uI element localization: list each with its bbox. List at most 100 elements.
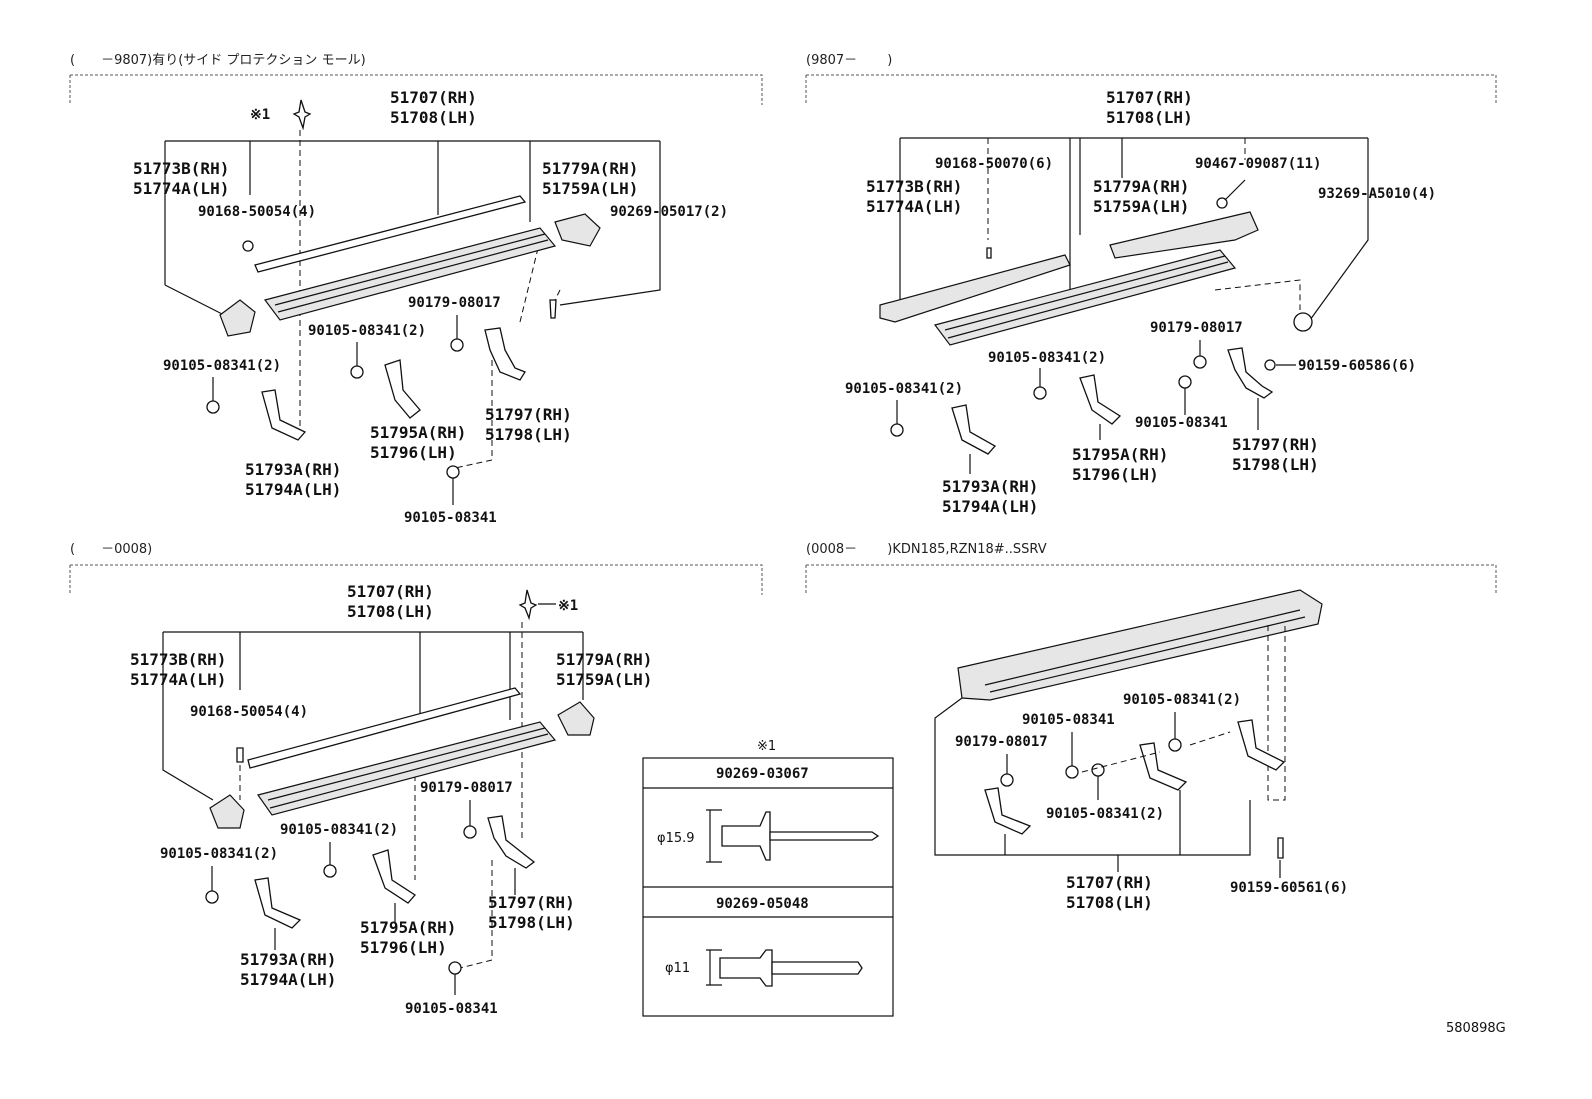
side-moulding [247, 687, 522, 769]
diagram-top-left: ※1 51707(RH) 51708(LH) 51773B(RH) 51774A… [133, 88, 728, 526]
rivet-part-1: 90269-03067 [716, 766, 809, 782]
label-51759a: 51759A(LH) [1093, 197, 1189, 216]
nut-icon [450, 338, 464, 352]
label-51794a: 51794A(LH) [245, 480, 341, 499]
label-51707: 51707(RH) [1106, 88, 1193, 107]
clip-icon [1216, 197, 1228, 209]
rivet-icon-2 [719, 949, 773, 987]
dimension-line-2 [706, 949, 722, 986]
label-51707: 51707(RH) [347, 582, 434, 601]
bracket-leaders [274, 868, 516, 950]
bracket-51797 [1227, 347, 1274, 399]
label-51708: 51708(LH) [390, 108, 477, 127]
rivet-icon-1 [721, 811, 771, 861]
label-51794a: 51794A(LH) [240, 970, 336, 989]
dashed-guides [239, 622, 523, 880]
bolt-icon [206, 400, 220, 414]
leader-lines [162, 631, 584, 801]
label-90168: 90168-50054(4) [198, 204, 316, 220]
label-51774a: 51774A(LH) [130, 670, 226, 689]
rivet-mandrel-1 [769, 831, 880, 841]
bracket-rear [1237, 719, 1286, 771]
rivet-dim-1: φ15.9 [657, 831, 695, 846]
diagram-bottom-right: 90105-08341(2) 90105-08341 90179-08017 9… [934, 589, 1348, 912]
dashed-guide-bolt [459, 860, 493, 969]
bracket-51795a [384, 359, 421, 419]
label-90105-b: 90105-08341 [1022, 712, 1115, 728]
bolt-icon [323, 864, 337, 878]
side-moulding-rear [1109, 211, 1259, 259]
bracket-leaders [969, 398, 1259, 474]
label-51779a: 51779A(RH) [542, 159, 638, 178]
label-51798: 51798(LH) [485, 425, 572, 444]
label-90168: 90168-50054(4) [190, 704, 308, 720]
dashed-guides [1267, 625, 1286, 801]
section-header-top-left: ( －9807)有り(サイド プロテクション モール) [70, 53, 366, 68]
bracket-51797 [487, 815, 536, 869]
label-51793a: 51793A(RH) [240, 950, 336, 969]
ref-mark-1: ※1 [250, 107, 270, 123]
side-moulding-front [879, 254, 1071, 323]
label-51773b: 51773B(RH) [130, 650, 226, 669]
label-90168: 90168-50070(6) [935, 156, 1053, 172]
label-51707: 51707(RH) [390, 88, 477, 107]
label-90105-c: 90105-08341 [404, 510, 497, 526]
running-board-ribs [984, 609, 1306, 693]
rivet-mandrel-2 [771, 961, 863, 975]
leader-90467 [1224, 179, 1246, 201]
bolt-icon [448, 961, 462, 975]
bracket-51795a [1079, 374, 1122, 425]
screw-icon [1277, 837, 1284, 859]
label-90105-a: 90105-08341(2) [988, 350, 1106, 366]
label-51796: 51796(LH) [1072, 465, 1159, 484]
bracket-51793a [951, 404, 997, 455]
bolt-icon [1168, 738, 1182, 752]
screw-icon [242, 240, 254, 252]
end-cap-front [209, 794, 245, 829]
bolt-icon [1178, 375, 1192, 389]
rivet-part-2: 90269-05048 [716, 896, 809, 912]
dashed-guides [299, 130, 561, 469]
bracket-51795a [372, 849, 416, 904]
bracket-middle [1139, 742, 1188, 791]
label-90105-a: 90105-08341(2) [280, 822, 398, 838]
label-90105-c: 90105-08341(2) [1046, 806, 1164, 822]
diagram-top-right: 51707(RH) 51708(LH) 90168-50070(6) 90467… [845, 88, 1436, 516]
end-cap-rear [557, 701, 595, 736]
figure-id: 580898G [1446, 1021, 1506, 1036]
dimension-line-1 [706, 809, 722, 863]
end-cap-rear [554, 213, 601, 247]
nut-icon [1000, 773, 1014, 787]
nut-icon [463, 825, 477, 839]
section-header-top-right: (9807－ ) [806, 53, 892, 68]
label-51797: 51797(RH) [488, 893, 575, 912]
bolt-icon [1065, 765, 1079, 779]
dashed-guide-93269 [1214, 279, 1301, 310]
rivet-icon [292, 99, 312, 131]
frame-bottom-left [69, 564, 763, 595]
end-cap-front [219, 299, 256, 337]
bolt-icon [1091, 763, 1105, 777]
label-51794a: 51794A(LH) [942, 497, 1038, 516]
label-90105-c: 90105-08341 [1135, 415, 1228, 431]
bolt-icon [205, 890, 219, 904]
label-51797: 51797(RH) [1232, 435, 1319, 454]
label-90179: 90179-08017 [408, 295, 501, 311]
label-90269: 90269-05017(2) [610, 204, 728, 220]
label-51759a: 51759A(LH) [556, 670, 652, 689]
dashed-bolt-guides [1081, 731, 1231, 773]
label-51708: 51708(LH) [347, 602, 434, 621]
label-51774a: 51774A(LH) [866, 197, 962, 216]
label-51773b: 51773B(RH) [133, 159, 229, 178]
bolt-icon [890, 423, 904, 437]
leader-93269 [1309, 150, 1369, 321]
label-93269: 93269-A5010(4) [1318, 186, 1436, 202]
label-90105-b: 90105-08341(2) [845, 381, 963, 397]
step-plate-ribs [944, 255, 1229, 339]
label-90159: 90159-60561(6) [1230, 880, 1348, 896]
label-51793a: 51793A(RH) [245, 460, 341, 479]
bracket-51793a [261, 389, 307, 441]
label-51759a: 51759A(LH) [542, 179, 638, 198]
bolt-icon [446, 465, 460, 479]
